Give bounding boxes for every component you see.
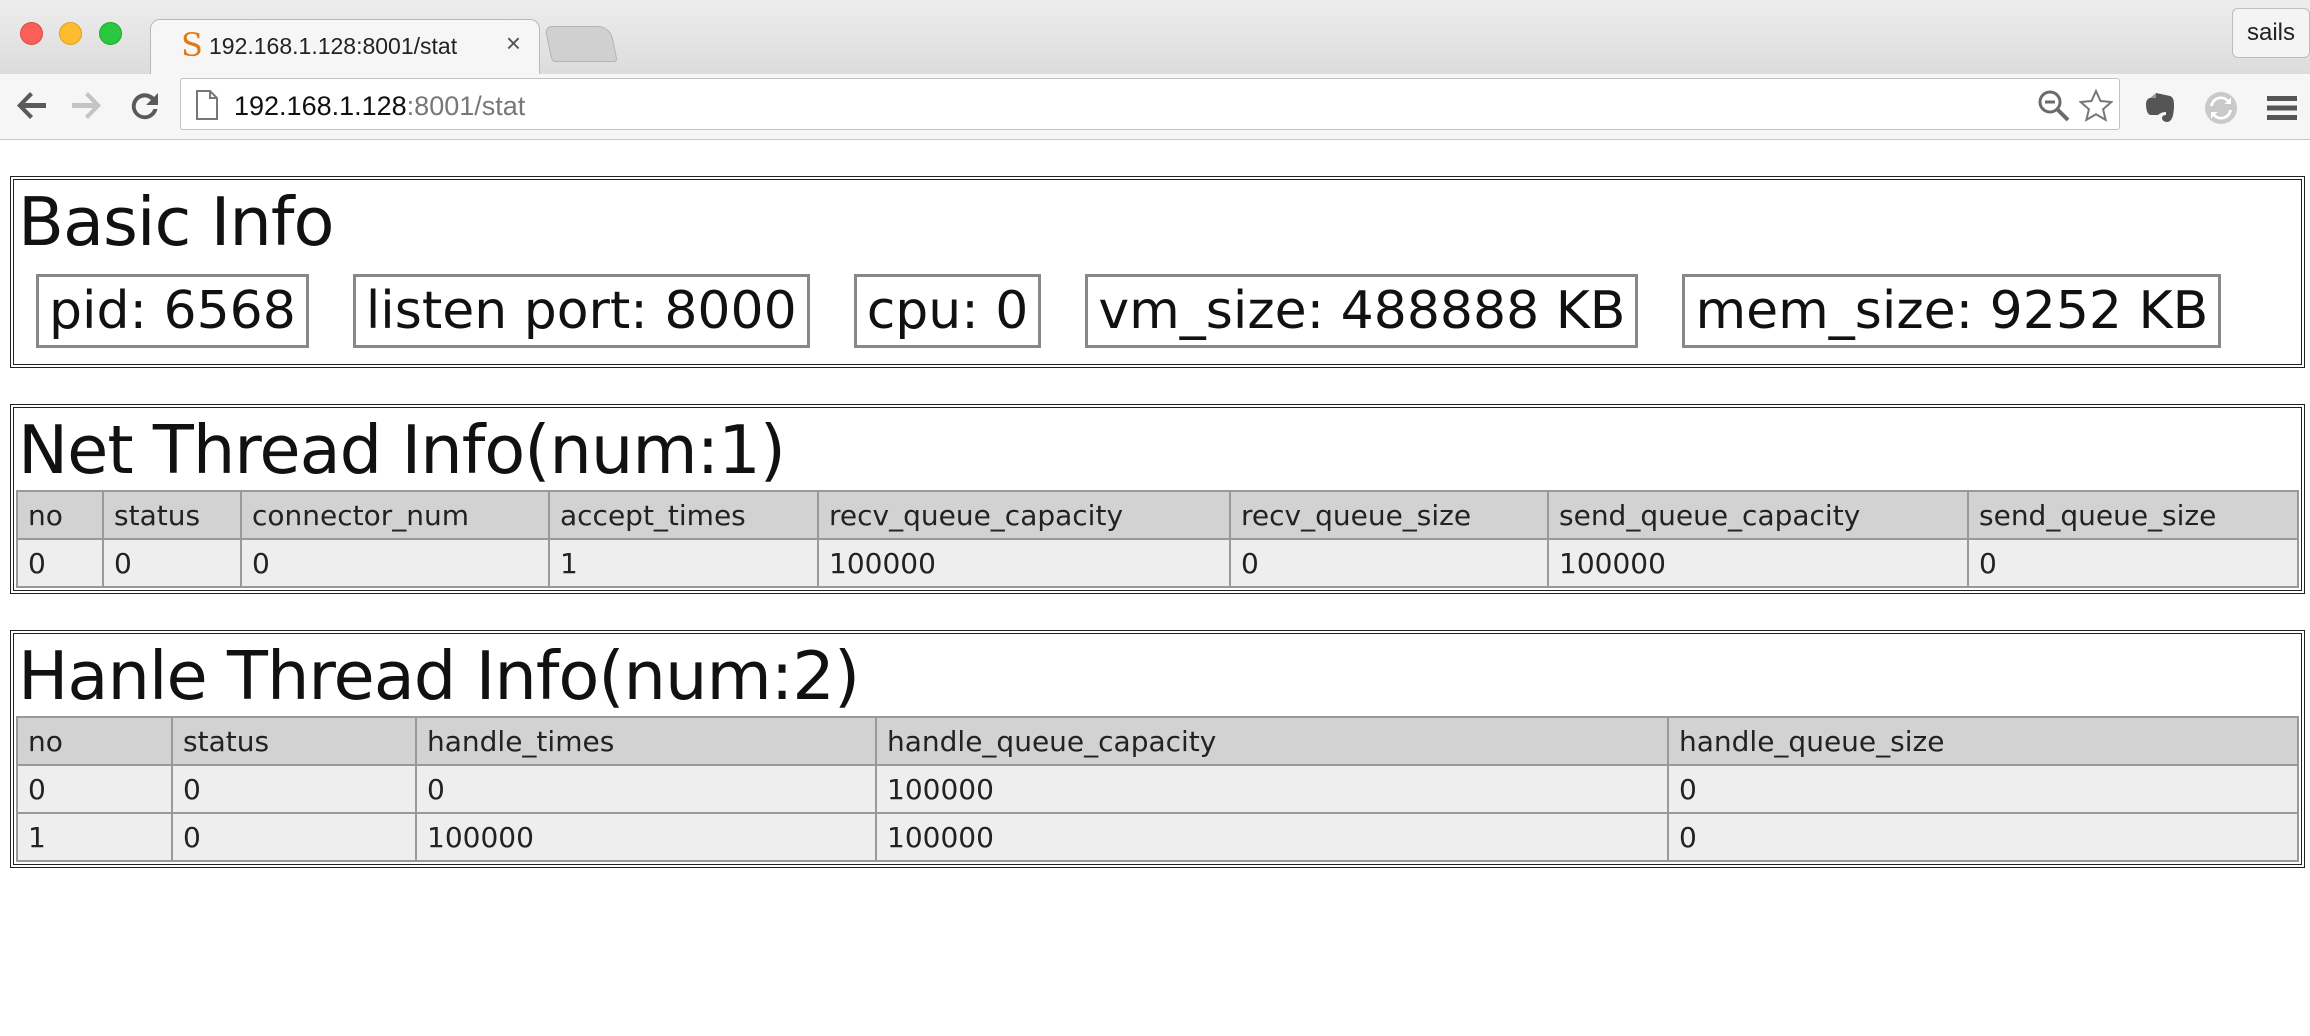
column-header: handle_queue_size (1667, 716, 2299, 766)
tab-title: 192.168.1.128:8001/stat (209, 33, 458, 59)
table-cell: 100000 (875, 812, 1669, 862)
zoom-window-button[interactable] (99, 22, 122, 45)
table-cell: 100000 (875, 764, 1669, 814)
table-cell: 100000 (1547, 538, 1969, 588)
back-arrow-icon[interactable] (12, 86, 52, 126)
basic-info-section: Basic Info pid: 6568 listen port: 8000 c… (10, 176, 2305, 368)
handle-thread-table: no status handle_times handle_queue_capa… (16, 716, 2299, 862)
page-content: Basic Info pid: 6568 listen port: 8000 c… (10, 176, 2305, 904)
cpu-box: cpu: 0 (853, 274, 1042, 348)
address-bar[interactable]: 192.168.1.128:8001/stat (180, 78, 2120, 130)
column-header: recv_queue_capacity (817, 490, 1231, 540)
basic-info-row: pid: 6568 listen port: 8000 cpu: 0 vm_si… (16, 262, 2299, 362)
table-row: 0 0 0 1 100000 0 100000 0 (16, 538, 2299, 588)
column-header: handle_times (415, 716, 877, 766)
table-cell: 0 (1667, 764, 2299, 814)
column-header: connector_num (240, 490, 550, 540)
table-cell: 1 (16, 812, 173, 862)
pid-box: pid: 6568 (36, 274, 309, 348)
url-host: 192.168.1.128 (234, 91, 407, 121)
column-header: recv_queue_size (1229, 490, 1549, 540)
tab-close-icon[interactable]: × (505, 28, 521, 58)
forward-arrow-icon[interactable] (66, 86, 106, 126)
table-cell: 0 (1229, 538, 1549, 588)
sync-icon[interactable] (2203, 90, 2239, 126)
table-cell: 100000 (817, 538, 1231, 588)
star-icon[interactable] (2079, 89, 2113, 123)
column-header: no (16, 490, 104, 540)
column-header: no (16, 716, 173, 766)
column-header: status (102, 490, 242, 540)
net-thread-section: Net Thread Info(num:1) no status connect… (10, 404, 2305, 594)
table-cell: 0 (1667, 812, 2299, 862)
table-cell: 0 (240, 538, 550, 588)
page-icon (196, 90, 218, 120)
url-text[interactable]: 192.168.1.128:8001/stat (234, 91, 525, 122)
reload-icon[interactable] (124, 86, 164, 126)
browser-tab[interactable]: S 192.168.1.128:8001/stat × (150, 19, 540, 74)
net-thread-table: no status connector_num accept_times rec… (16, 490, 2299, 588)
table-cell: 0 (102, 538, 242, 588)
table-row: 0 0 0 100000 0 (16, 764, 2299, 814)
table-header-row: no status handle_times handle_queue_capa… (16, 716, 2299, 766)
vm-size-box: vm_size: 488888 KB (1085, 274, 1639, 348)
table-cell: 0 (1967, 538, 2299, 588)
mem-size-box: mem_size: 9252 KB (1682, 274, 2222, 348)
column-header: status (171, 716, 417, 766)
column-header: handle_queue_capacity (875, 716, 1669, 766)
table-cell: 0 (16, 538, 104, 588)
handle-thread-section: Hanle Thread Info(num:2) no status handl… (10, 630, 2305, 868)
basic-info-title: Basic Info (18, 183, 334, 261)
new-tab-button[interactable] (544, 26, 618, 62)
table-cell: 100000 (415, 812, 877, 862)
net-thread-title: Net Thread Info(num:1) (18, 411, 786, 489)
url-path: :8001/stat (406, 91, 526, 121)
column-header: accept_times (548, 490, 819, 540)
favicon-icon: S (181, 26, 203, 64)
table-cell: 0 (16, 764, 173, 814)
tab-strip: S 192.168.1.128:8001/stat × sails (0, 0, 2310, 74)
hamburger-menu-icon[interactable] (2264, 90, 2300, 126)
table-cell: 0 (415, 764, 877, 814)
close-window-button[interactable] (20, 22, 43, 45)
search-icon[interactable] (2037, 89, 2071, 123)
browser-toolbar: 192.168.1.128:8001/stat (0, 74, 2310, 140)
column-header: send_queue_capacity (1547, 490, 1969, 540)
table-cell: 0 (171, 812, 417, 862)
table-row: 1 0 100000 100000 0 (16, 812, 2299, 862)
minimize-window-button[interactable] (59, 22, 82, 45)
table-header-row: no status connector_num accept_times rec… (16, 490, 2299, 540)
profile-button[interactable]: sails (2232, 8, 2310, 58)
table-cell: 0 (171, 764, 417, 814)
evernote-icon[interactable] (2142, 90, 2178, 126)
handle-thread-title: Hanle Thread Info(num:2) (18, 637, 860, 715)
listen-port-box: listen port: 8000 (352, 274, 810, 348)
table-cell: 1 (548, 538, 819, 588)
column-header: send_queue_size (1967, 490, 2299, 540)
